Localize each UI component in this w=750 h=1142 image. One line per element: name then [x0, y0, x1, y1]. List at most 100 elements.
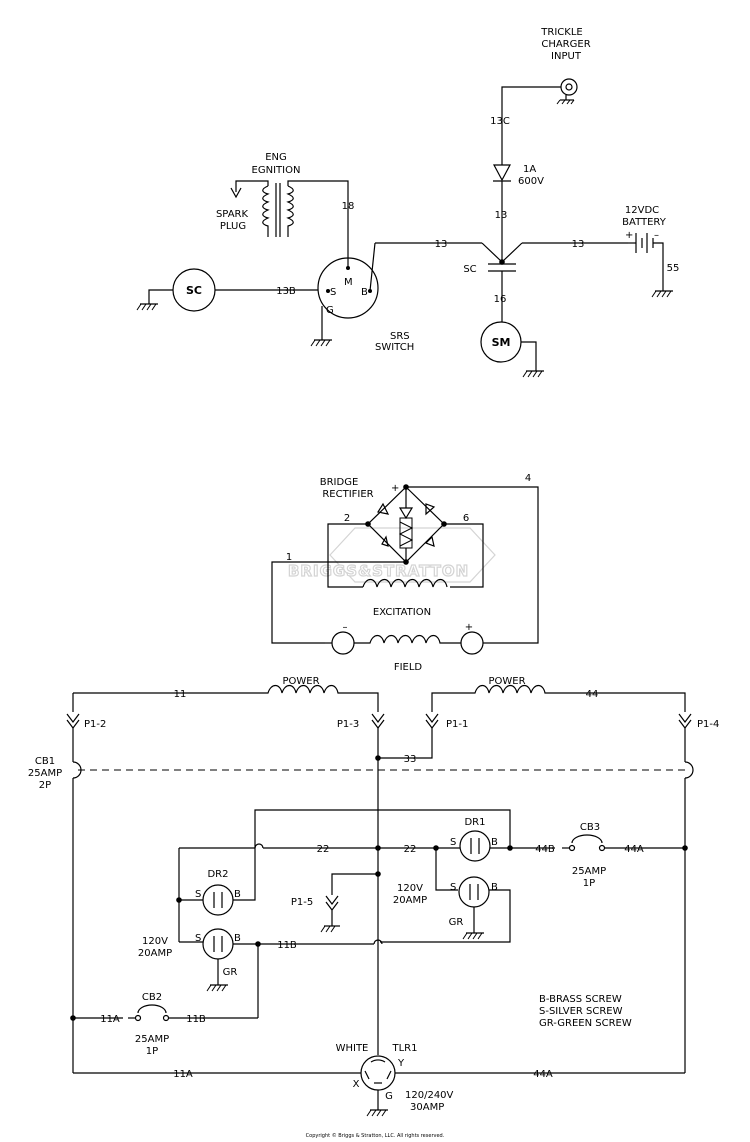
power-winding-right [431, 684, 686, 712]
dr2-b2: B [234, 933, 241, 944]
bridge-rectifier [367, 486, 445, 563]
ground-sc [136, 303, 158, 311]
wire-2 [327, 523, 368, 588]
ground-sm [522, 370, 544, 378]
label-11a-bottom: 11A [173, 1069, 193, 1080]
cb2-rating-2: 1P [146, 1046, 158, 1057]
legend-silver: S-SILVER SCREW [539, 1006, 623, 1017]
legend-brass: B-BRASS SCREW [539, 994, 622, 1005]
label-6: 6 [463, 513, 469, 524]
label-13-upper: 13 [495, 210, 508, 221]
srs-switch [317, 257, 379, 319]
cb1-label-3: 2P [39, 780, 51, 791]
dr1-label: DR1 [464, 817, 485, 828]
connector-p1-4 [678, 713, 692, 729]
wire-4 [406, 486, 539, 644]
power-right-label: POWER [488, 676, 525, 687]
label-44a-top: 44A [624, 844, 644, 855]
diode-rating-1: 1A [523, 164, 536, 175]
label-22-right: 22 [404, 844, 417, 855]
label-44: 44 [586, 689, 599, 700]
watermark-logo: BRIGGS&STRATTON [287, 527, 496, 583]
spark-label-1: SPARK [216, 209, 249, 220]
copyright-text: Copyright © Briggs & Stratton, LLC. All … [306, 1132, 445, 1139]
connector-p1-1 [425, 713, 439, 729]
cb3-label: CB3 [580, 822, 600, 833]
battery-minus: – [654, 230, 659, 241]
connector-p1-2 [66, 713, 80, 729]
dr2-s2: S [195, 933, 201, 944]
srs-label-2: SWITCH [375, 342, 414, 353]
label-18: 18 [342, 201, 355, 212]
dr1-rating-2: 20AMP [393, 895, 427, 906]
bridge-plus: + [391, 483, 399, 494]
p1-5-label: P1-5 [291, 897, 313, 908]
field-brush-right [460, 631, 484, 655]
tlr1-receptacle [73, 1055, 685, 1117]
ignition-coil [230, 180, 349, 268]
cb3-rating-2: 1P [583, 878, 595, 889]
label-22-left: 22 [317, 844, 330, 855]
dr1-gr: GR [449, 917, 464, 928]
label-16: 16 [494, 294, 507, 305]
label-13c: 13C [490, 116, 510, 127]
ground-battery [651, 285, 673, 298]
cb2-breaker [128, 1004, 258, 1022]
label-44b: 44B [535, 844, 555, 855]
battery-label-1: 12VDC [625, 205, 659, 216]
field-plus: + [465, 622, 473, 633]
label-11a-left: 11A [100, 1014, 120, 1025]
excitation-label: EXCITATION [373, 607, 431, 618]
srs-s: S [330, 287, 336, 298]
dr1-b: B [491, 837, 498, 848]
tlr1-label: TLR1 [392, 1043, 418, 1054]
label-11b-left: 11B [186, 1014, 206, 1025]
wire-33 [378, 728, 433, 759]
trickle-label-3: INPUT [551, 51, 582, 62]
battery-label-2: BATTERY [622, 217, 667, 228]
sc-module-label: SC [186, 284, 202, 297]
cb1-label-1: CB1 [35, 756, 55, 767]
dr2-b: B [234, 889, 241, 900]
label-11b-right: 11B [277, 940, 297, 951]
spark-label-2: PLUG [220, 221, 246, 232]
srs-b: B [361, 287, 368, 298]
dr2-s: S [195, 889, 201, 900]
dr2-rating-2: 20AMP [138, 948, 172, 959]
p1-3-label: P1-3 [337, 719, 359, 730]
connector-p1-3 [371, 713, 385, 729]
label-13b: 13B [276, 286, 296, 297]
power-winding-left [73, 684, 379, 712]
srs-label-1: SRS [390, 331, 410, 342]
wire-1 [271, 561, 406, 644]
srs-m: M [344, 277, 353, 288]
field-label: FIELD [394, 662, 423, 673]
label-44a-bottom: 44A [533, 1069, 553, 1080]
ground-srs [310, 339, 332, 347]
field-coil [354, 634, 461, 644]
label-2: 2 [344, 513, 350, 524]
dr1-rating-1: 120V [397, 883, 423, 894]
dr2-receptacle-upper [179, 872, 256, 916]
watermark-text: BRIGGS&STRATTON [288, 562, 469, 580]
bridge-label-2: RECTIFIER [322, 489, 373, 500]
dr2-rating-1: 120V [142, 936, 168, 947]
diode-symbol [493, 164, 511, 182]
white-label: WHITE [336, 1043, 369, 1054]
dr1-s2: S [450, 882, 456, 893]
cb3-breaker [562, 834, 685, 852]
field-minus: – [343, 622, 348, 633]
power-left-label: POWER [282, 676, 319, 687]
dr1-s: S [450, 837, 456, 848]
tlr-x: X [353, 1079, 360, 1090]
srs-g: G [326, 305, 334, 316]
label-33: 33 [404, 754, 417, 765]
p1-4-label: P1-4 [697, 719, 719, 730]
dr1-receptacle-lower [380, 876, 511, 943]
sm-label: SM [492, 336, 511, 349]
label-55: 55 [667, 263, 680, 274]
bridge-label-1: BRIDGE [320, 477, 359, 488]
tlr-y: Y [397, 1058, 405, 1069]
trickle-label-1: TRICKLE [540, 27, 582, 38]
